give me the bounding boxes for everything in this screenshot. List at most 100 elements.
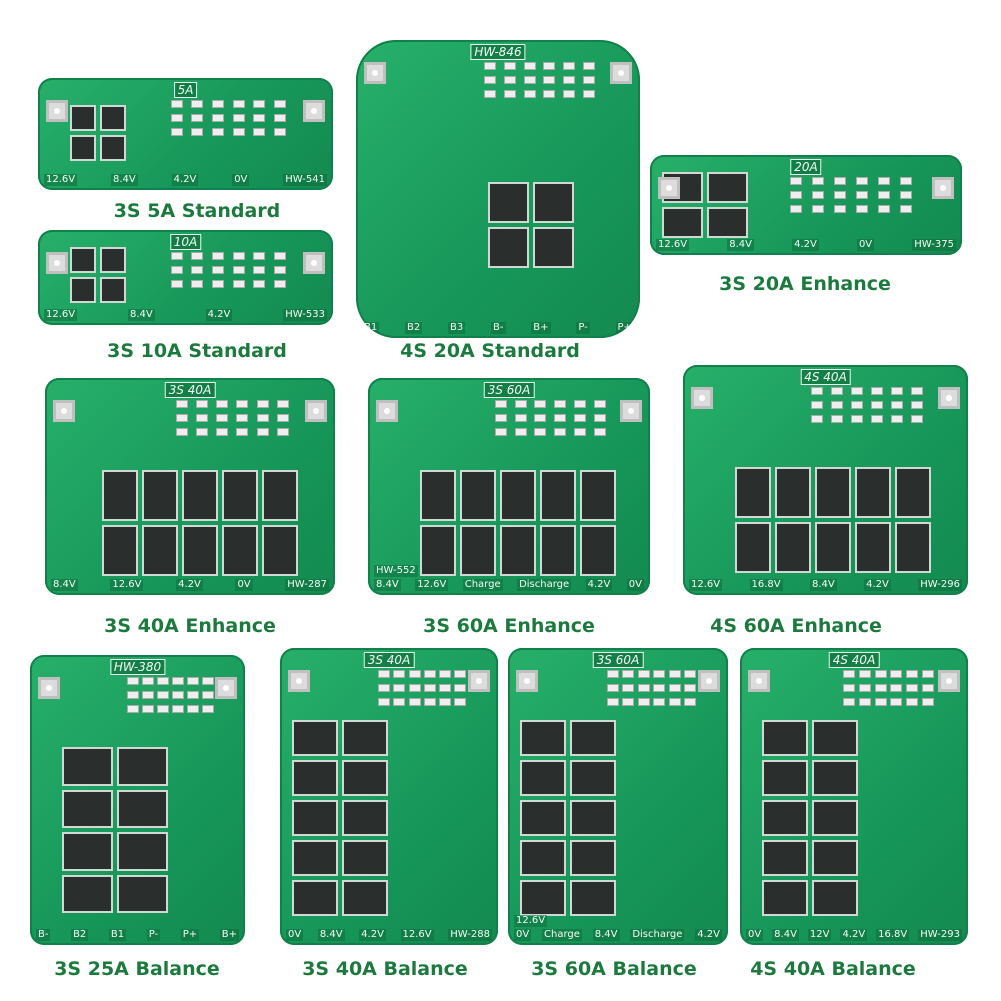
mosfet-chip	[70, 135, 96, 161]
smd-component	[503, 62, 516, 70]
smd-component	[212, 280, 225, 288]
smd-component	[874, 684, 887, 692]
smd-component	[483, 90, 496, 98]
smd-component	[408, 670, 421, 678]
mosfet-chip	[70, 247, 96, 273]
smd-component	[891, 401, 904, 409]
board-model-badge: HW-846	[470, 44, 526, 60]
board-caption: 3S 60A Balance	[531, 958, 697, 980]
silkscreen-label: P+	[180, 929, 200, 941]
smd-component	[274, 128, 286, 136]
silkscreen-label: 4.2V	[205, 309, 233, 321]
smd-component	[583, 62, 596, 70]
solder-pad	[620, 400, 642, 422]
mosfet-chip	[855, 522, 891, 573]
solder-pad	[698, 670, 720, 692]
smd-component	[637, 670, 650, 678]
smd-component	[171, 705, 184, 713]
silkscreen-label: P-	[576, 322, 590, 334]
mosfet-chip	[580, 525, 616, 576]
mosfet-chip	[142, 470, 178, 521]
smd-component	[216, 400, 229, 408]
smd-component	[653, 698, 666, 706]
smd-component	[274, 252, 286, 260]
smd-component	[684, 684, 696, 692]
silkscreen-label: HW-293	[918, 929, 962, 941]
silkscreen-label: P+	[615, 322, 634, 334]
mosfet-chip	[182, 470, 218, 521]
smd-component	[812, 191, 825, 199]
mosfet-chip	[342, 840, 388, 876]
mosfet-chip	[500, 470, 536, 521]
mosfet-chip	[70, 277, 96, 303]
mosfet-chip	[520, 760, 566, 796]
silkscreen-label: 16.8V	[876, 929, 910, 941]
silkscreen-label: 0V	[514, 929, 532, 941]
smd-component	[232, 128, 245, 136]
solder-pad	[516, 670, 538, 692]
mosfet-chip	[662, 207, 703, 238]
smd-component	[668, 670, 681, 678]
smd-component	[171, 677, 184, 685]
silkscreen-label: 4.2V	[840, 929, 868, 941]
smd-component	[212, 128, 225, 136]
smd-component	[393, 670, 406, 678]
smd-component	[216, 414, 229, 422]
smd-component	[523, 90, 536, 98]
smd-component	[191, 100, 204, 108]
silkscreen-label: 12.6V	[44, 174, 78, 186]
mosfet-chip	[812, 800, 858, 836]
silkscreen-label: 0V	[746, 929, 764, 941]
silkscreen-label: HW-288	[448, 929, 492, 941]
mosfet-chip	[855, 467, 891, 518]
silkscreen-label: HW-541	[283, 174, 327, 186]
smd-component	[811, 401, 824, 409]
smd-component	[851, 401, 864, 409]
smd-component	[593, 428, 606, 436]
smd-component	[253, 252, 266, 260]
smd-component	[831, 387, 844, 395]
smd-component	[483, 62, 496, 70]
smd-component	[790, 191, 803, 199]
solder-pad	[938, 387, 960, 409]
smd-component	[871, 401, 884, 409]
smd-component	[253, 280, 266, 288]
silkscreen-label: 0V	[856, 239, 875, 251]
mosfet-chip	[762, 840, 808, 876]
mosfet-chip	[775, 522, 811, 573]
mosfet-chip	[420, 470, 456, 521]
solder-pad	[376, 400, 398, 422]
smd-component	[622, 698, 635, 706]
smd-component	[890, 684, 903, 692]
smd-component	[191, 128, 204, 136]
board-caption: 4S 40A Balance	[750, 958, 916, 980]
solder-pad	[748, 670, 770, 692]
board-model-badge: 4S 40A	[828, 652, 880, 668]
smd-component	[563, 62, 576, 70]
board-caption: 3S 60A Enhance	[423, 615, 595, 637]
smd-component	[191, 266, 204, 274]
silkscreen-label: 4.2V	[359, 929, 386, 941]
smd-component	[141, 705, 154, 713]
smd-component	[274, 100, 286, 108]
mosfet-chip	[142, 525, 178, 576]
smd-component	[855, 177, 868, 185]
board-model-badge: 3S 40A	[164, 382, 216, 398]
smd-component	[834, 205, 847, 213]
mosfet-chip	[182, 525, 218, 576]
smd-component	[514, 414, 527, 422]
mosfet-chip	[117, 832, 168, 871]
mosfet-chip	[62, 832, 113, 871]
smd-component	[906, 670, 919, 678]
silkscreen-label: P-	[146, 929, 161, 941]
mosfet-chip	[762, 760, 808, 796]
solder-pad	[691, 387, 713, 409]
smd-component	[156, 705, 169, 713]
board-caption: 4S 60A Enhance	[710, 615, 882, 637]
